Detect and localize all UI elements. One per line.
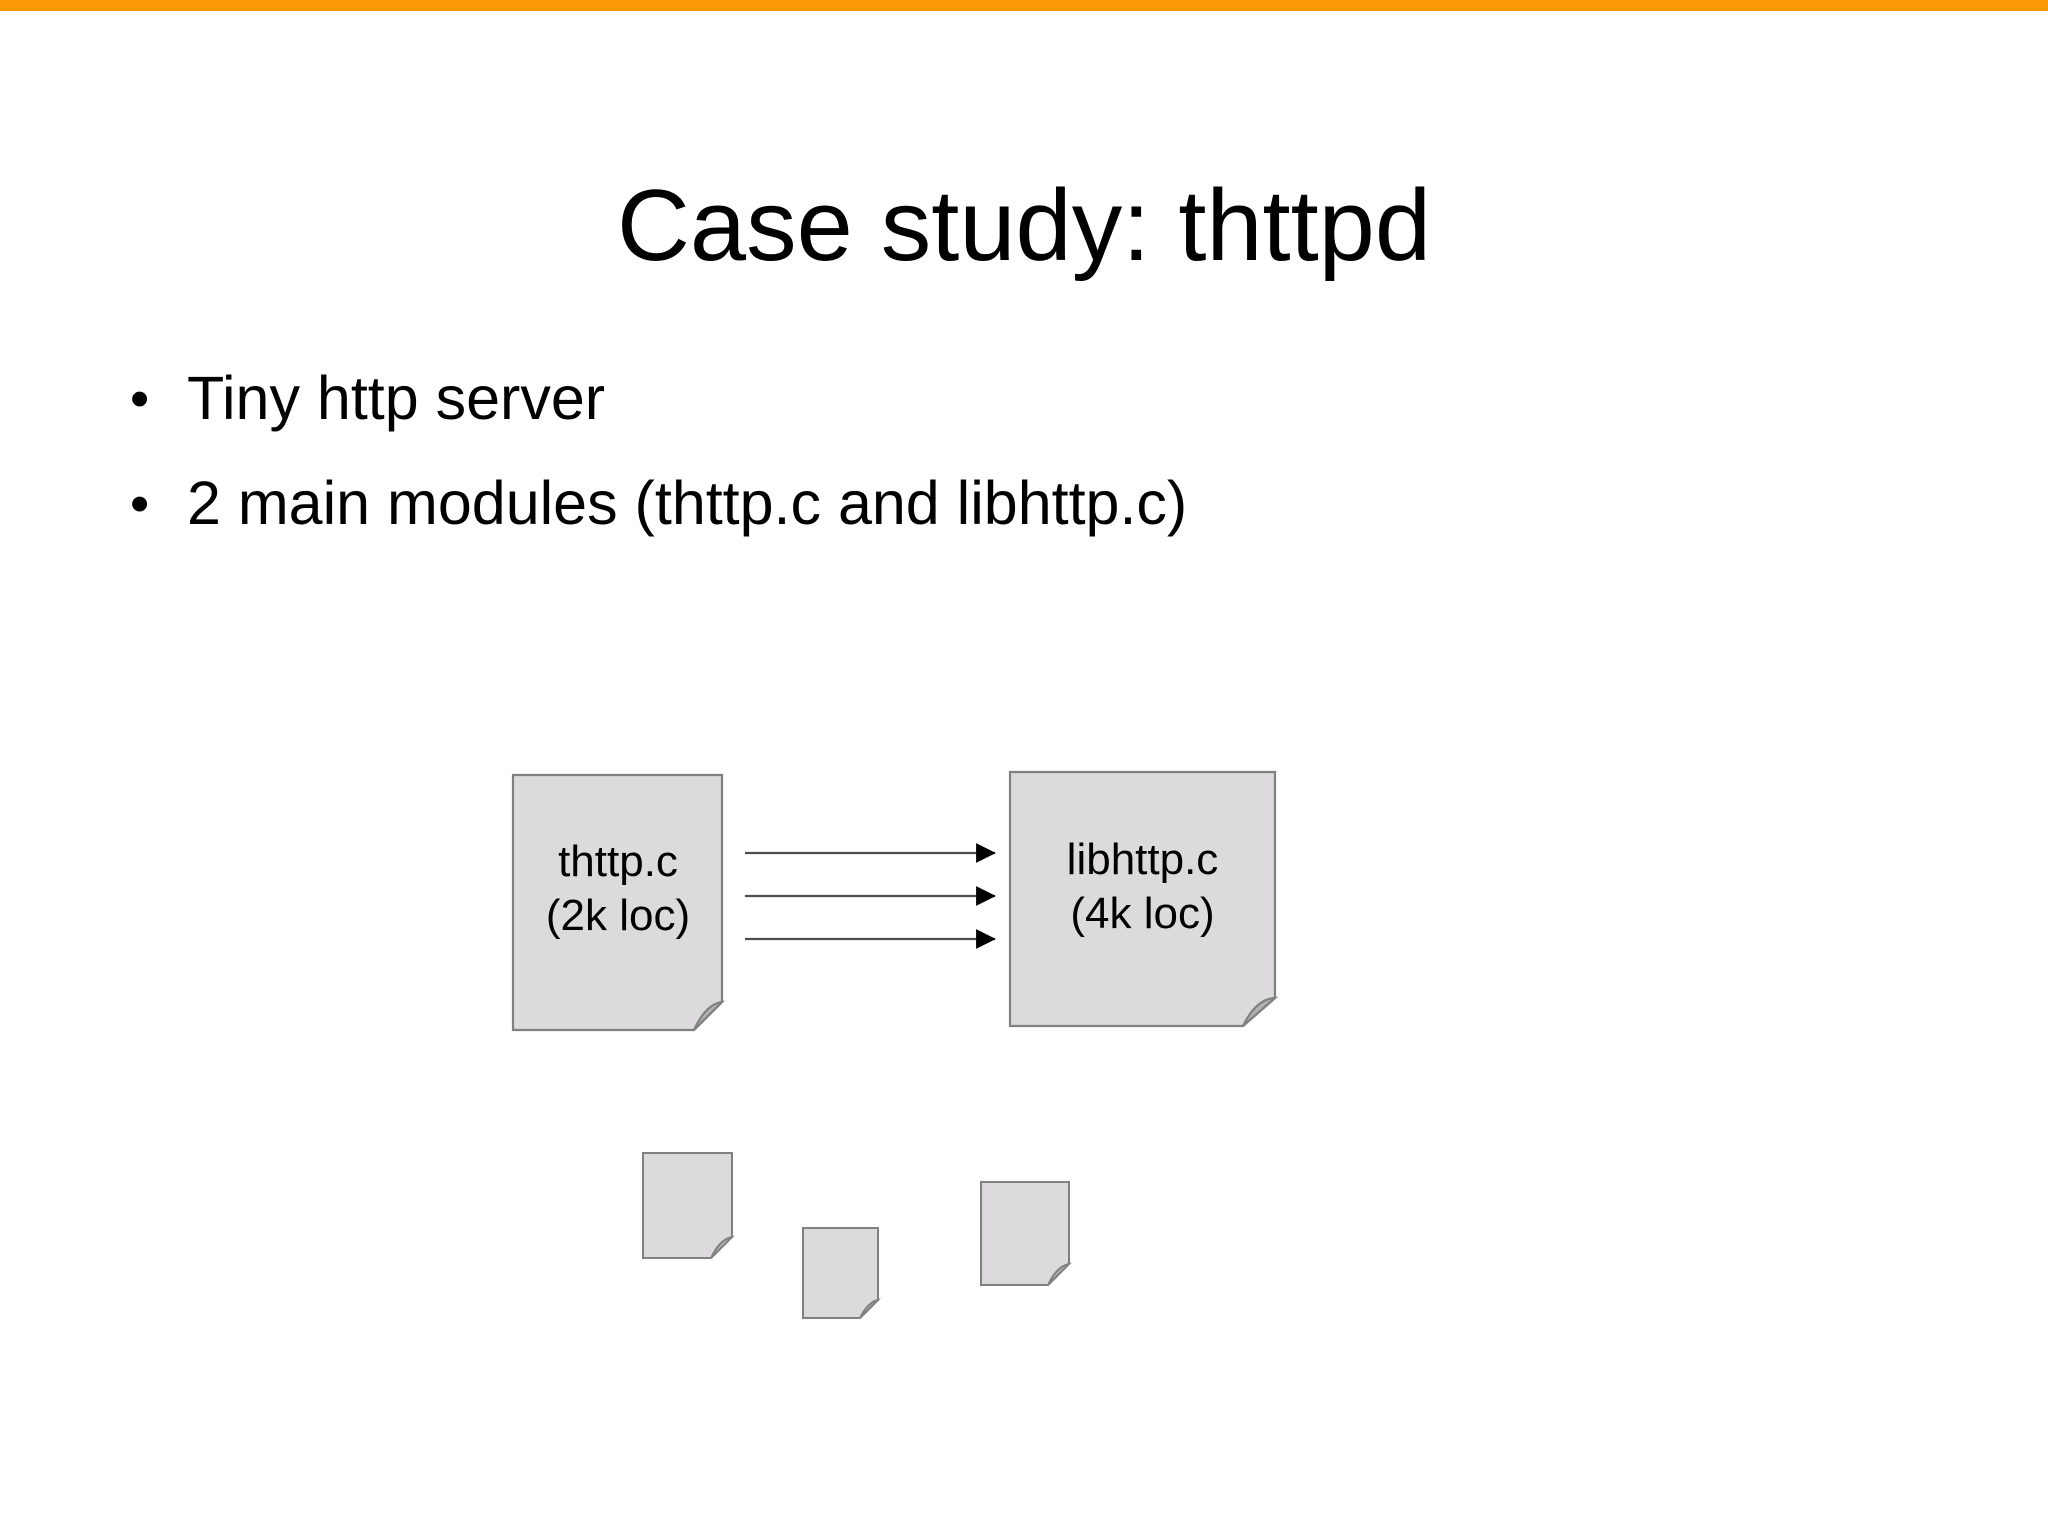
document-shape-2 [802, 1227, 882, 1319]
top-accent-bar [0, 0, 2048, 11]
bullet-marker-icon: • [130, 367, 150, 429]
document-label-line: libhttp.c [1066, 835, 1219, 884]
page-fold-icon [1242, 996, 1279, 1027]
document-label-line: (4k loc) [1070, 888, 1215, 938]
document-label-line: (2k loc) [545, 890, 691, 940]
bullet-marker-icon: • [130, 472, 150, 534]
page-fold-icon [693, 1000, 726, 1031]
document-shape-3 [980, 1181, 1072, 1286]
page-fold-icon [1047, 1262, 1072, 1286]
bullet-text: Tiny http server [187, 364, 606, 432]
page-title: Case study: thttpd [616, 169, 1432, 282]
page-fold-icon [710, 1235, 735, 1259]
page-fold-icon [859, 1298, 882, 1319]
document-label-line: thttp.c [558, 837, 678, 886]
document-label-thttp-c: thttp.c (2k loc) [513, 835, 723, 942]
document-label-libhttp-c: libhttp.c (4k loc) [1010, 833, 1275, 940]
document-shape-1 [642, 1152, 735, 1259]
bullet-text: 2 main modules (thttp.c and libhttp.c) [187, 469, 1188, 537]
list-item: • Tiny http server [120, 360, 1920, 436]
list-item: • 2 main modules (thttp.c and libhttp.c) [120, 465, 1920, 541]
arrow-group [745, 843, 996, 949]
bullet-list: • Tiny http server • 2 main modules (tht… [120, 360, 1920, 570]
